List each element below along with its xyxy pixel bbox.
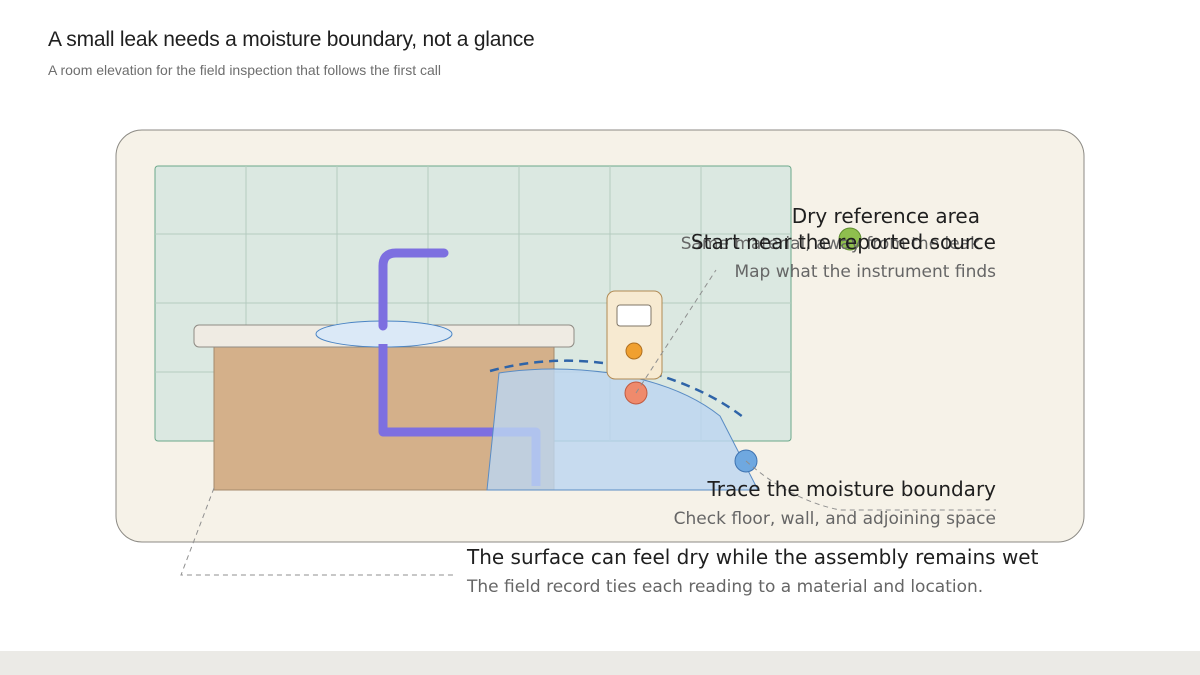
moisture-boundary-title: Trace the moisture boundary: [706, 477, 996, 501]
assembly-leader-line: [180, 487, 456, 576]
page-title: A small leak needs a moisture boundary, …: [48, 28, 535, 51]
moisture-boundary-note: Check floor, wall, and adjoining space: [674, 509, 996, 529]
source-leader-line: [635, 269, 717, 394]
assembly-note: The field record ties each reading to a …: [466, 577, 983, 597]
dry-reference-note: Same material, away from the leak: [681, 234, 980, 254]
boundary-leader-line: [745, 460, 996, 511]
room-elevation-diagram: Dry reference area Same material, away f…: [115, 129, 1085, 597]
dry-reference-title: Dry reference area: [792, 204, 980, 228]
assembly-title: The surface can feel dry while the assem…: [466, 545, 1039, 569]
footer-bar: [0, 651, 1200, 675]
moisture-meter-icon: [606, 290, 663, 380]
meter-indicator-light: [625, 342, 643, 360]
dry-reference-marker: [838, 227, 862, 251]
supply-pipe: [378, 248, 449, 331]
reported-source-note: Map what the instrument finds: [734, 262, 996, 282]
page-subtitle: A room elevation for the field inspectio…: [48, 62, 441, 78]
reported-source-title: Start near the reported source: [691, 230, 996, 254]
